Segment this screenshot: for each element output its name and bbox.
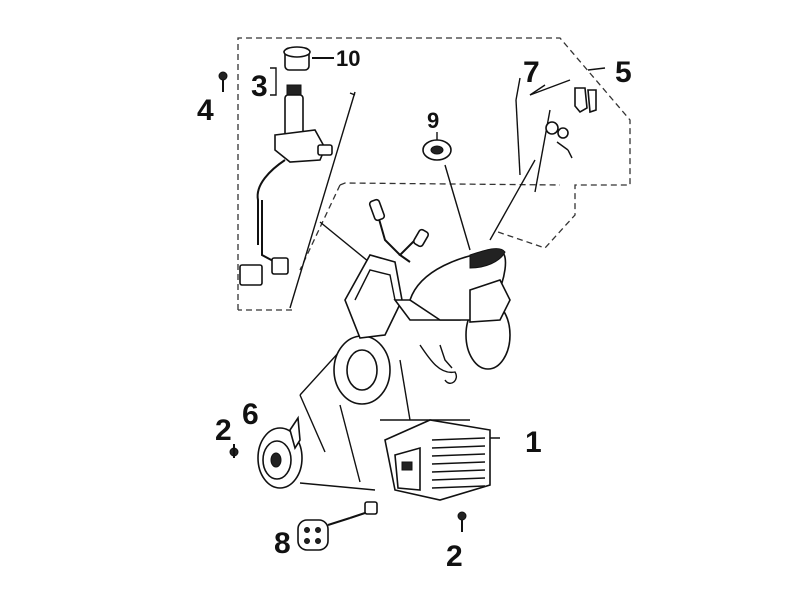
callout-3: 3 (251, 70, 268, 103)
seat-lock-group-outline (299, 182, 561, 271)
callout-5: 5 (615, 56, 632, 89)
callout-7: 7 (523, 56, 540, 89)
callout-8: 8 (274, 527, 291, 560)
callout-labels: 1 2 2 3 4 5 6 7 8 9 10 (197, 46, 632, 573)
key-set (545, 87, 597, 159)
connector (297, 501, 378, 551)
bolt-2-horn (229, 444, 239, 458)
regulator-rectifier (384, 419, 491, 501)
horn (257, 415, 303, 489)
callout-10: 10 (336, 46, 360, 71)
ignition-switch-group-outline (237, 37, 631, 311)
seat-lock (422, 132, 452, 161)
regulator-fins (431, 437, 486, 489)
screw-4 (218, 71, 228, 92)
ignition-switch-assembly (239, 46, 333, 286)
callout-6: 6 (242, 398, 259, 431)
scooter-illustration (333, 198, 511, 405)
callout-2-regulator: 2 (446, 540, 463, 573)
callout-9: 9 (427, 108, 439, 133)
callout-2-horn: 2 (215, 414, 232, 447)
bolt-2-regulator (457, 511, 467, 532)
callout-1: 1 (525, 426, 542, 459)
callout-4: 4 (197, 94, 214, 127)
